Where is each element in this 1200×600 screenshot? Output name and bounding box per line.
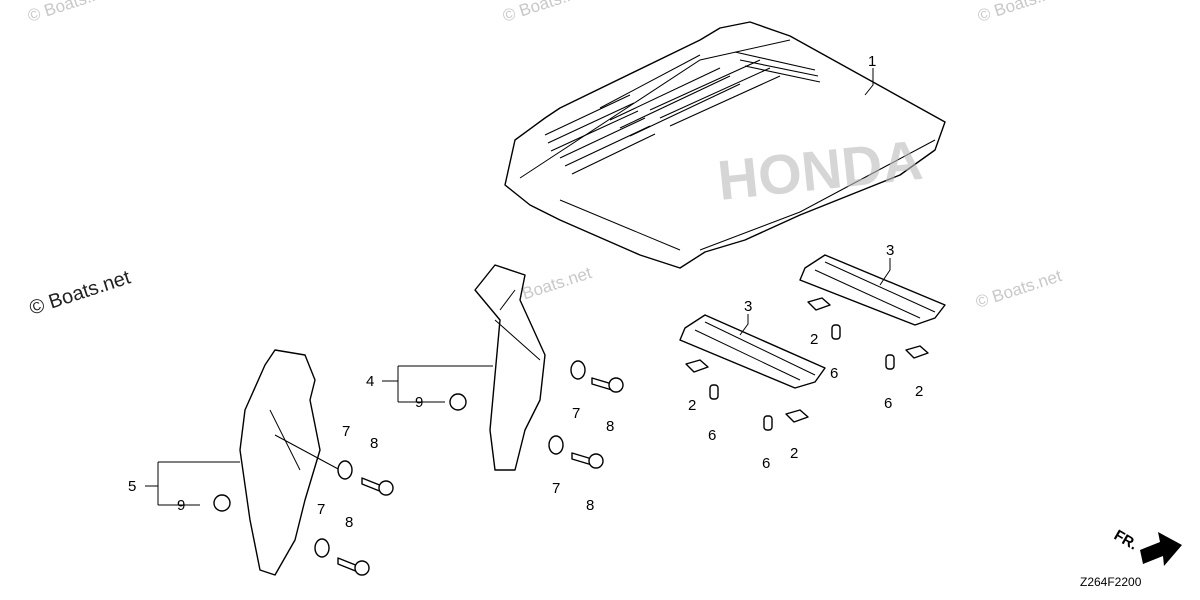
washer-part-7 [314,538,330,558]
nut-part-9 [213,494,231,512]
bolt-part-8 [361,477,394,496]
watermark: © Boats.net [973,266,1064,312]
callout-3: 3 [744,298,752,315]
callout-6: 6 [762,455,770,472]
washer-part-7 [548,435,564,455]
nut-part-9 [449,393,467,411]
callout-8: 8 [345,514,353,531]
watermark: © Boats.net [27,266,134,319]
callout-7: 7 [342,423,350,440]
washer-part-7 [570,360,586,380]
washer-part-7 [337,460,353,480]
clip-part-6 [885,354,895,370]
callout-7: 7 [572,405,580,422]
front-direction-arrow-icon [1140,532,1182,566]
callout-7: 7 [317,501,325,518]
front-direction-label: FR. [1111,527,1140,554]
bolt-part-8 [337,557,370,576]
callout-2: 2 [688,397,696,414]
callout-9: 9 [177,497,185,514]
clip-part-6 [763,415,773,431]
watermark: © Boats.net [975,0,1066,26]
clip-part-6 [709,384,719,400]
rail-part-3-lower [679,314,826,389]
callout-1: 1 [868,53,876,70]
watermark: © Boats.net [500,0,591,26]
rail-part-3-upper [799,254,946,326]
pad-part-2 [785,409,809,423]
leader-line [145,461,240,506]
callout-6: 6 [830,365,838,382]
callout-6: 6 [884,395,892,412]
pad-part-2 [905,345,929,359]
bolt-part-8 [571,452,604,469]
callout-4: 4 [366,373,374,390]
clip-part-6 [831,324,841,340]
leader-line [879,258,891,286]
callout-9: 9 [415,394,423,411]
callout-5: 5 [128,478,136,495]
diagram-code: Z264F2200 [1080,575,1142,589]
bolt-part-8 [591,377,624,393]
pad-part-2 [807,297,831,311]
bracket-part-4 [474,264,546,471]
callout-8: 8 [606,418,614,435]
pad-part-2 [685,359,709,373]
callout-6: 6 [708,427,716,444]
bracket-part-5 [239,349,341,576]
leader-line [864,68,874,96]
callout-8: 8 [586,497,594,514]
callout-7: 7 [552,480,560,497]
callout-2: 2 [810,331,818,348]
leader-line [739,314,749,336]
engine-cover-part-1: HONDA [504,21,946,269]
callout-2: 2 [790,445,798,462]
callout-3: 3 [886,242,894,259]
callout-8: 8 [370,435,378,452]
watermark: © Boats.net [25,0,116,26]
leader-line [382,365,493,403]
callout-2: 2 [915,383,923,400]
